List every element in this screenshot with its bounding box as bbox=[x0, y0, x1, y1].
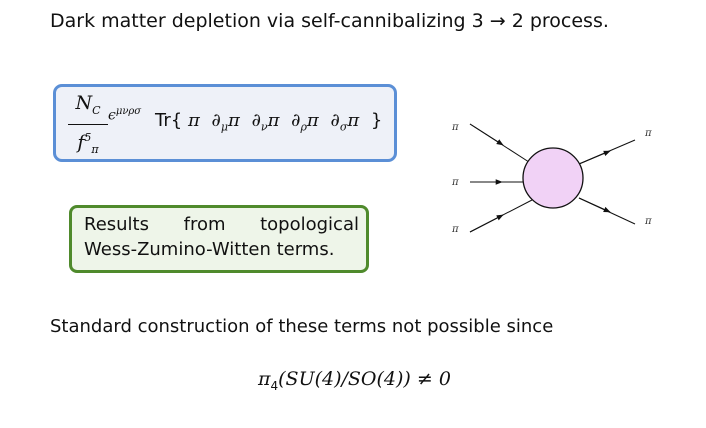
equation-pi: π bbox=[258, 368, 271, 390]
results-box bbox=[69, 205, 369, 273]
results-word-2: from bbox=[183, 214, 226, 235]
incoming-line-top bbox=[469, 123, 533, 165]
fraction-numerator: NC bbox=[75, 92, 101, 117]
results-word-3: topological bbox=[260, 214, 359, 235]
trace-expression: Tr{ π ∂μπ ∂νπ ∂ρπ ∂σπ } bbox=[155, 110, 382, 134]
outgoing-line-bottom bbox=[578, 197, 636, 225]
pion-label-out-2: π bbox=[644, 216, 652, 227]
interaction-vertex-blob bbox=[522, 147, 584, 209]
slide-title: Dark matter depletion via self-cannibali… bbox=[50, 10, 609, 32]
homotopy-equation: π4(SU(4)/SO(4)) ≠ 0 bbox=[258, 368, 451, 393]
pion-label-in-2: π bbox=[451, 177, 459, 188]
derivative-rho: ∂ρπ bbox=[291, 110, 319, 134]
levi-civita-symbol: ϵμνρσ bbox=[108, 106, 142, 124]
equation-subscript: 4 bbox=[270, 378, 279, 393]
fraction-bar bbox=[68, 123, 108, 126]
incoming-line-bottom bbox=[469, 199, 533, 233]
formula-box bbox=[53, 84, 397, 162]
results-line-2: Wess-Zumino-Witten terms. bbox=[84, 239, 335, 260]
scattering-diagram: π π π π π bbox=[451, 122, 652, 235]
trace-close: } bbox=[370, 110, 383, 131]
derivative-mu: ∂μπ bbox=[211, 110, 240, 134]
pion-label-in-1: π bbox=[451, 122, 459, 133]
derivative-nu: ∂νπ bbox=[251, 110, 280, 134]
fraction-denominator: f5π bbox=[77, 131, 99, 157]
outgoing-line-top bbox=[578, 139, 636, 165]
equation-body: (SU(4)/SO(4)) ≠ 0 bbox=[278, 368, 451, 390]
field-term: π bbox=[187, 110, 200, 131]
derivative-sigma: ∂σπ bbox=[330, 110, 360, 134]
pion-label-in-3: π bbox=[451, 224, 459, 235]
results-text: Results from topological Wess-Zumino-Wit… bbox=[84, 212, 359, 262]
normalization-fraction: NC f5π bbox=[68, 92, 108, 160]
results-word-1: Results bbox=[84, 214, 149, 235]
trace-open: Tr{ bbox=[155, 110, 183, 131]
pion-label-out-1: π bbox=[644, 128, 652, 139]
footer-text: Standard construction of these terms not… bbox=[50, 316, 554, 337]
